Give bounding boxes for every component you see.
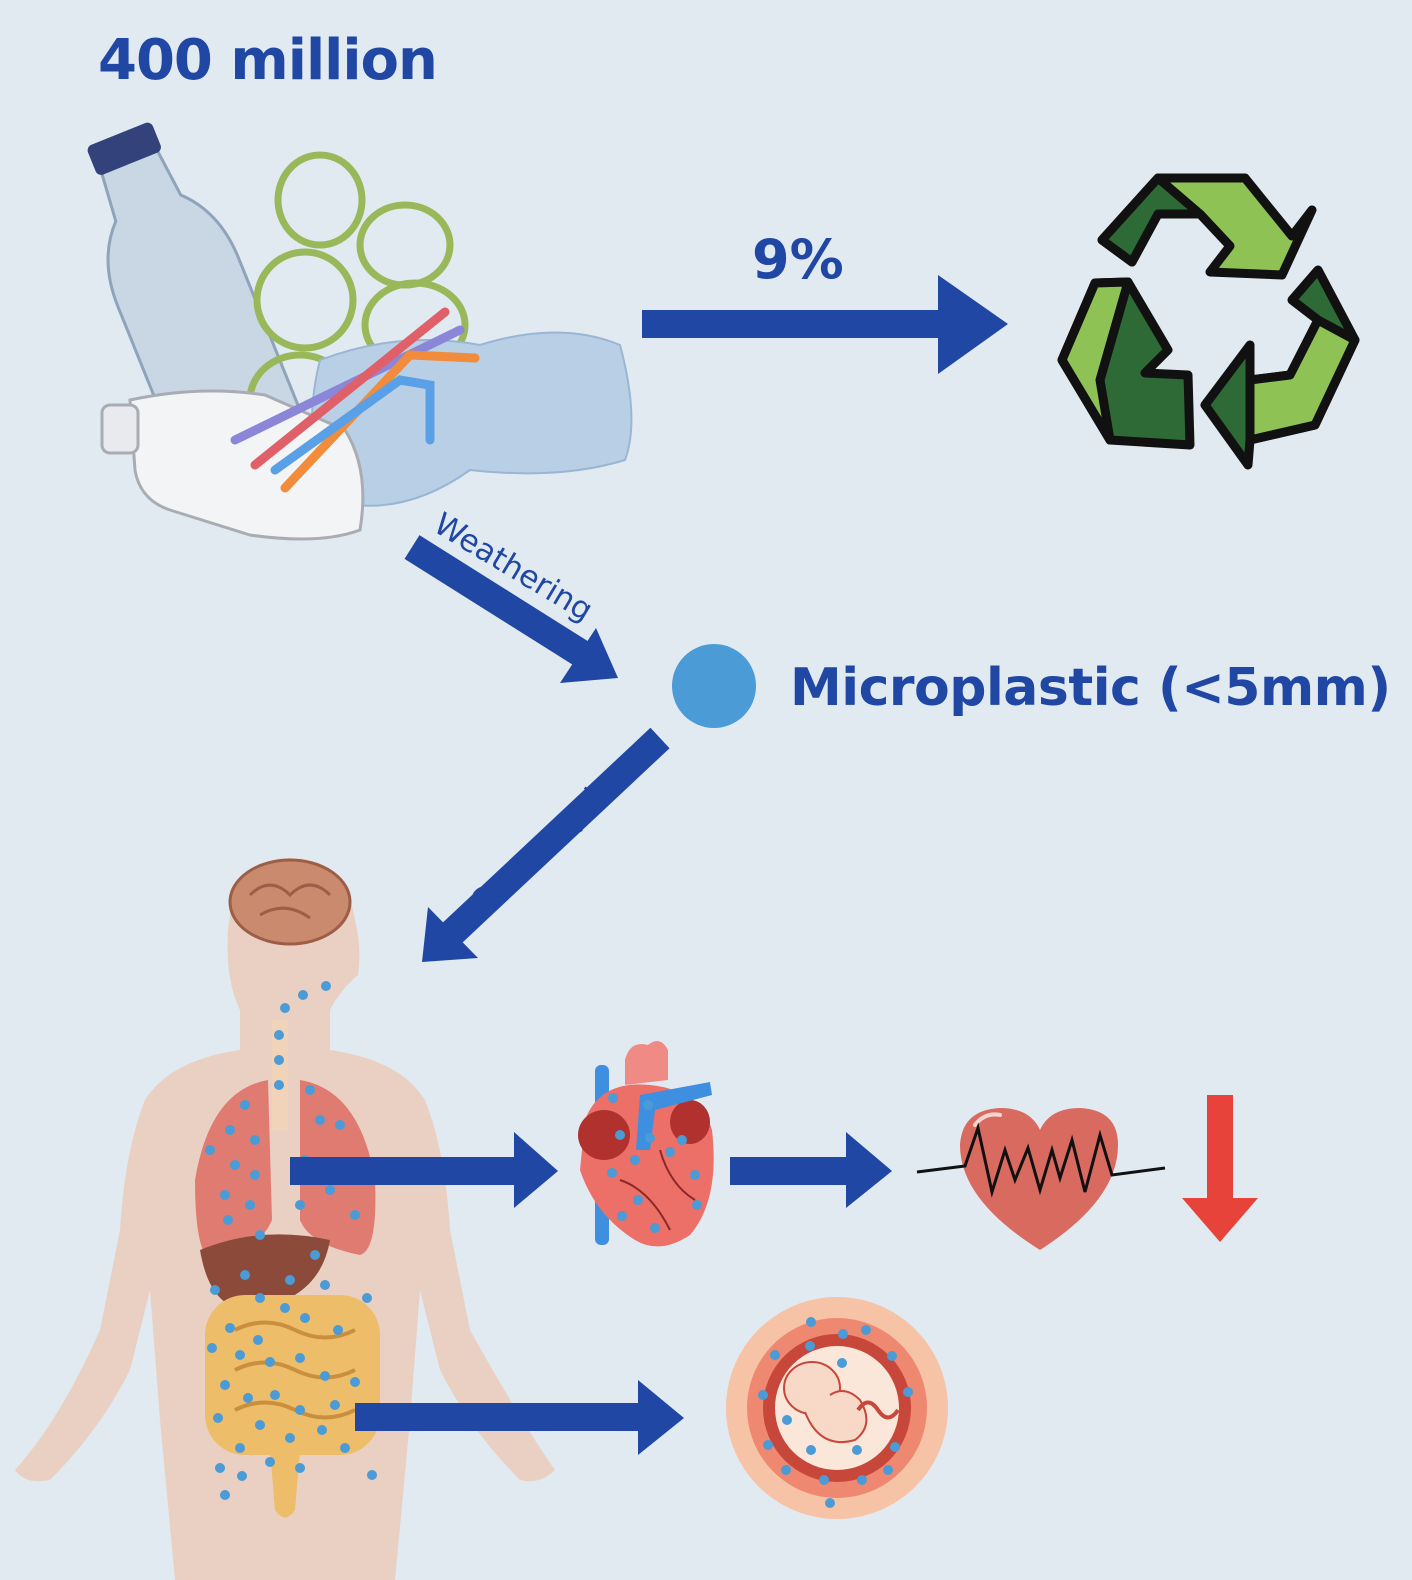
heart-icon xyxy=(578,1041,714,1247)
weathering-arrow xyxy=(404,535,618,683)
fetus-arrow xyxy=(355,1380,684,1455)
heart-arrow xyxy=(290,1132,558,1208)
human-body-icon xyxy=(15,858,555,1580)
total-plastic-title: 400 million xyxy=(98,28,438,93)
recycle-percent-label: 9% xyxy=(752,228,844,291)
body-particles xyxy=(205,981,377,1500)
microplastic-dot-icon xyxy=(672,644,756,728)
microplastic-label: Microplastic (<5mm) xyxy=(790,658,1391,718)
plastic-waste-icon xyxy=(87,122,633,541)
recycle-arrow xyxy=(642,275,1008,374)
heart-particles xyxy=(607,1093,702,1233)
recycle-icon xyxy=(1057,173,1360,470)
heartbeat-icon xyxy=(916,1108,1166,1250)
consumption-arrow xyxy=(422,727,670,962)
decline-arrow-icon xyxy=(1182,1095,1258,1242)
fetus-particles xyxy=(758,1317,913,1508)
heartbeat-arrow xyxy=(730,1132,892,1208)
fetus-icon xyxy=(726,1297,948,1519)
